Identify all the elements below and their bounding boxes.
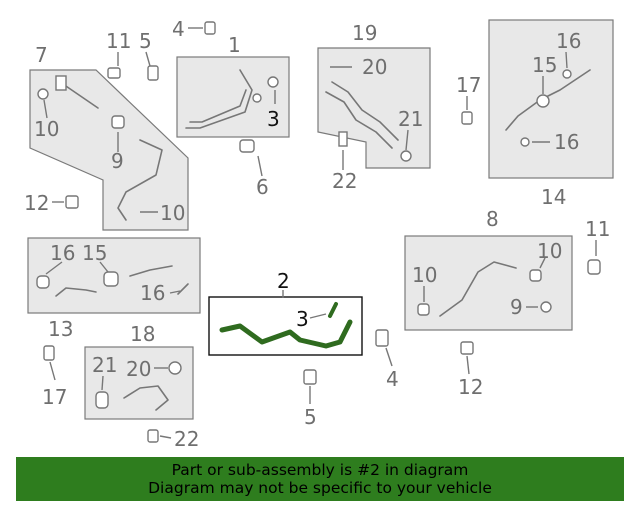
part-11-bolt-top: [107, 67, 121, 79]
part-17-bolt-tr: [461, 111, 473, 125]
banner-line-1: Part or sub-assembly is #2 in diagram: [171, 461, 469, 479]
part-7-tube: [117, 139, 163, 221]
callout-9-a: 9: [111, 149, 124, 173]
part-7-head: [55, 75, 67, 91]
part-10-nut-c: [417, 303, 430, 316]
part-1-tube-inner: [189, 89, 247, 123]
callout-22-top: 22: [332, 169, 357, 193]
callout-2: 2: [277, 269, 290, 293]
part-1-fitting: [252, 93, 262, 103]
vehicle-fit-banner: Part or sub-assembly is #2 in diagram Di…: [16, 457, 624, 501]
part-4-bolt-top: [204, 21, 216, 35]
callout-22-b: 22: [174, 427, 199, 451]
callout-17-tr: 17: [456, 73, 481, 97]
callout-16-tr: 16: [556, 29, 581, 53]
callout-4-top: 4: [172, 17, 185, 41]
banner-line-2: Diagram may not be specific to your vehi…: [148, 479, 492, 497]
part-5-bolt-top: [147, 65, 159, 81]
callout-10-c: 10: [537, 239, 562, 263]
part-19-tube-2: [325, 91, 393, 149]
part-8-tube: [439, 261, 517, 317]
part-16-washer-tr2: [520, 137, 530, 147]
callout-7: 7: [35, 43, 48, 67]
group-box-14: [488, 19, 614, 179]
callout-1: 1: [228, 33, 241, 57]
part-3-washer-top: [267, 76, 279, 88]
part-1-tube: [185, 69, 253, 129]
part-11-bolt-r: [587, 259, 601, 275]
part-17-bolt-b: [43, 345, 55, 361]
part-16-washer-tr: [562, 69, 572, 79]
callout-20-top: 20: [362, 55, 387, 79]
callout-20-b: 20: [126, 357, 151, 381]
part-16-ring-l: [36, 275, 50, 289]
callout-10-d: 10: [412, 263, 437, 287]
callout-13: 13: [48, 317, 73, 341]
part-13-tube: [55, 287, 97, 297]
callout-16-l: 16: [50, 241, 75, 265]
group-box-8: [404, 235, 573, 331]
part-3-clip-highlighted: [328, 302, 338, 318]
callout-11-r: 11: [585, 217, 610, 241]
part-18-hose: [123, 385, 169, 411]
callout-10-a: 10: [34, 117, 59, 141]
callout-9-b: 9: [510, 295, 523, 319]
callout-6: 6: [256, 175, 269, 199]
callout-10-b: 10: [160, 201, 185, 225]
part-10-nut-d: [529, 269, 542, 282]
part-9-nut-a: [111, 115, 125, 129]
callout-14: 14: [541, 185, 566, 209]
group-box-19: [317, 47, 431, 169]
part-21-clip-b: [95, 391, 109, 409]
part-20-washer-b: [168, 361, 182, 375]
callout-5-b: 5: [304, 405, 317, 429]
callout-15-tr: 15: [532, 53, 557, 77]
part-21-washer-top: [400, 150, 412, 162]
callout-21-b: 21: [92, 353, 117, 377]
part-6-clip: [239, 139, 255, 153]
callout-21-top: 21: [398, 107, 423, 131]
callout-15-l: 15: [82, 241, 107, 265]
callout-3-top: 3: [267, 107, 280, 131]
part-9-washer-b: [540, 301, 552, 313]
callout-16-tr2: 16: [554, 130, 579, 154]
callout-16-l2: 16: [140, 281, 165, 305]
callout-17-b: 17: [42, 385, 67, 409]
callout-11-top: 11: [106, 29, 131, 53]
part-13-hose: [129, 265, 173, 277]
part-22-clip-top: [338, 131, 348, 147]
callout-12-b: 12: [458, 375, 483, 399]
callout-19: 19: [352, 21, 377, 45]
part-2-tube-highlighted: [219, 319, 353, 349]
callout-5-top: 5: [139, 29, 152, 53]
part-12-bolt-b: [460, 341, 474, 355]
part-15-nut-l: [103, 271, 119, 287]
group-box-1: [176, 56, 290, 138]
callout-18: 18: [130, 322, 155, 346]
callout-12-left: 12: [24, 191, 49, 215]
group-box-7: [29, 69, 189, 231]
part-12-bolt-left: [65, 195, 79, 209]
part-4-bolt-b: [375, 329, 389, 347]
part-15-nut-tr: [536, 94, 550, 108]
part-19-tube: [331, 81, 399, 141]
callout-3-mid: 3: [296, 307, 309, 331]
callout-4-b: 4: [386, 367, 399, 391]
part-10-seal-a: [37, 88, 49, 100]
part-5-bolt-b: [303, 369, 317, 385]
part-16-clip-l2: [177, 283, 189, 295]
part-22-clip-b: [147, 429, 159, 443]
callout-8: 8: [486, 207, 499, 231]
